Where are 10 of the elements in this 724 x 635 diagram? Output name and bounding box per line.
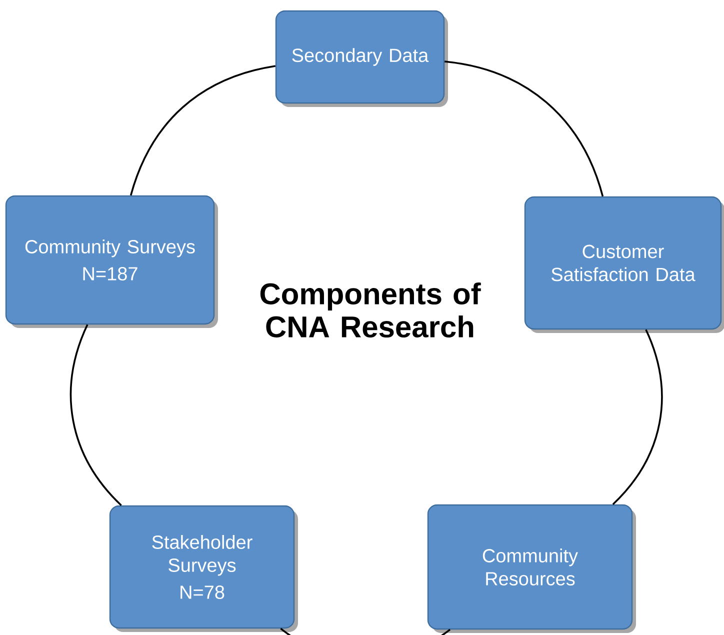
center-title: Components of CNA Research (260, 282, 481, 338)
process-box: Community Resources (427, 504, 633, 630)
connector-arc (444, 60, 604, 197)
process-box: Customer Satisfaction Data (524, 196, 722, 330)
connector-arc (70, 324, 122, 506)
connector-arc (130, 65, 276, 196)
process-box: Stakeholder Surveys N=78 (109, 505, 295, 629)
process-box: Secondary Data (275, 10, 445, 104)
connector-arc (612, 329, 663, 506)
process-box: Community Surveys N=187 (5, 195, 215, 325)
